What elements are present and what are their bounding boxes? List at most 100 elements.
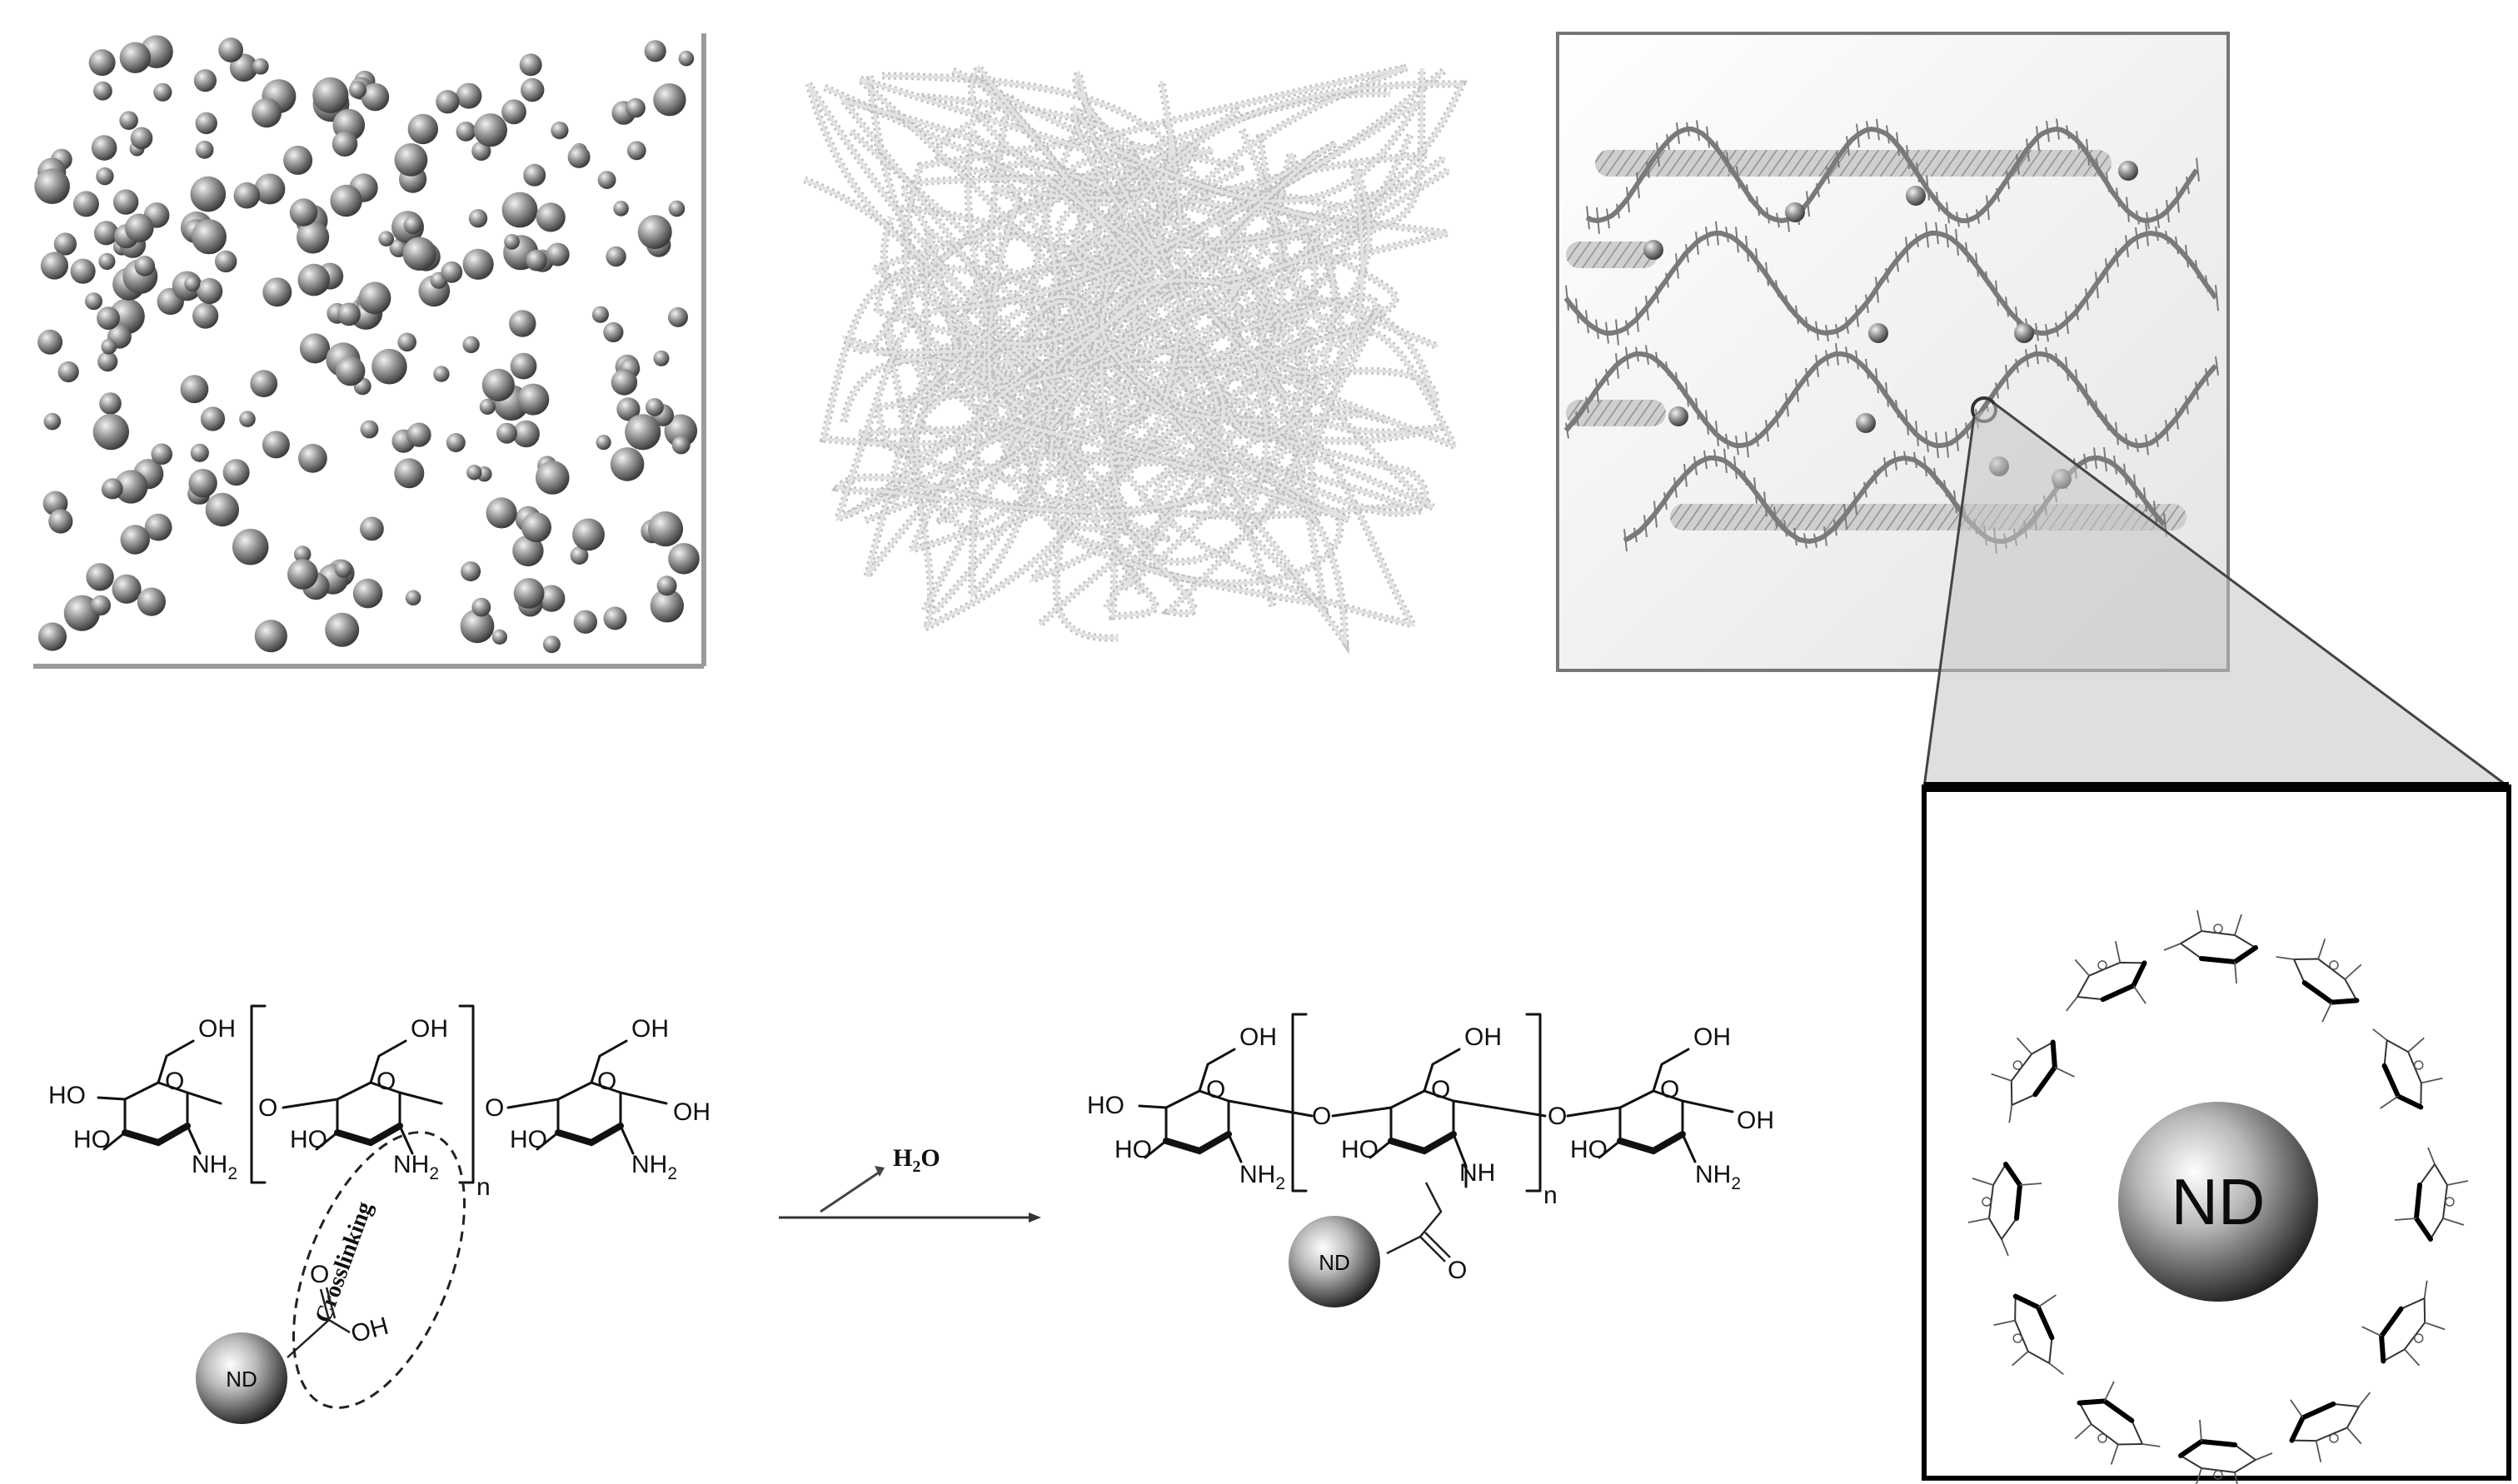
particle [536,202,566,232]
chain-bristle [1956,212,1960,227]
water-pointer-head [875,1166,885,1177]
chain-bristle [1715,421,1719,446]
particle [188,469,217,498]
chain-bristle [2143,487,2147,512]
composite-particle [1906,186,1926,206]
polymer-fiber-core [849,129,1398,517]
particle [446,433,466,452]
amide-linkage [1386,1182,1443,1255]
chain-bristle [1855,305,1859,327]
chain-bristle [1936,192,1940,212]
glucose-substituents [1993,1294,2064,1375]
chain-bristle [1695,397,1699,421]
chain-bristle [2185,395,2189,415]
glucose-oxygen [2445,1197,2455,1207]
zoom-inset: ND [1922,782,2511,1484]
particle [119,42,151,73]
particle [144,513,172,541]
particle [611,369,638,396]
product-ring-oxygen: O [1206,1076,1225,1103]
carboxyl-double-bond [319,1287,337,1321]
chain-bristle [1843,504,1847,529]
particle [546,242,570,266]
chain-bristle [1913,451,1917,469]
reactant-repeat-n: n [476,1173,491,1201]
particle [360,516,384,541]
chain-bristle [2116,187,2120,207]
particle [572,518,605,551]
chain-bristle [1795,305,1799,325]
chain-bristle [2165,231,2169,245]
particle [460,609,495,644]
composite-particle [2118,161,2138,181]
chain-bristle [1886,125,1890,144]
glucose-substituents [1991,1037,2075,1123]
particle [436,90,460,114]
chain-bristle [1565,285,1569,311]
chain-bristle [1916,162,1920,182]
chain-bristle [2153,500,2157,525]
chain-bristle [1713,449,1718,467]
chain-bristle [1923,456,1927,476]
chain-bristle [1725,433,1729,450]
product-ho-label: HO [1114,1136,1152,1163]
chain-bristle [2065,356,2069,381]
chain-bristle [2095,400,2099,418]
particle [153,82,172,102]
product-ho-label: HO [1087,1092,1124,1119]
particle [190,443,209,462]
chain-bristle [1945,431,1949,458]
carboxyl-oxygen: O [310,1261,329,1288]
reactant-nh2-label: NH2 [393,1151,439,1183]
polymer-fiber-core [807,67,1424,473]
glucose-oxygen [2413,1333,2424,1343]
particle [119,111,138,130]
nanodiamond-product [1289,1216,1380,1307]
particle [352,578,383,609]
chain-bristle [2103,446,2107,472]
chain-bristle [2205,368,2209,386]
particle [262,277,292,307]
particle [596,435,611,451]
glucose-substituents [2074,1381,2161,1465]
reactant-bracket-left [250,1004,267,1184]
chain-bristle [1845,316,1849,334]
nanodiamond-product-label: ND [1319,1250,1350,1275]
particle [184,276,201,292]
particle [190,176,227,212]
particle [603,606,627,630]
glucose-oxygen [2012,1060,2023,1070]
chain-bristle [1665,272,1669,288]
chain-bristle [1765,261,1769,286]
chain-bristle [1666,134,1670,150]
chain-bristle [1753,477,1758,504]
product-ring-1 [1138,1048,1314,1163]
chain-bristle [1675,371,1679,390]
product-repeat-n: n [1543,1182,1558,1209]
glucose-unit [1991,1037,2075,1123]
particle [130,127,153,150]
product-bracket-left [1291,1013,1308,1193]
particle [250,370,278,397]
zoom-beam [1924,404,2509,787]
particle [332,131,358,157]
chain-bristle [1885,267,1889,283]
particle [93,221,119,246]
chain-bristle [1723,448,1728,474]
glucose-unit [2074,1381,2161,1465]
product-ring-oxygen: O [1431,1076,1450,1103]
chain-bristle [1855,350,1859,370]
particle [471,141,491,161]
chain-bristle [1776,212,1780,228]
particle [570,546,589,565]
particle [86,563,114,591]
chain-bristle [1725,227,1729,242]
chain-bristle [2135,438,2139,453]
chain-bristle [1903,451,1907,466]
chain-bristle [2115,247,2119,267]
chain-bristle [2175,236,2179,255]
chain-bristle [1625,320,1629,336]
particle [394,458,425,489]
chain-bristle [1953,490,1957,514]
chain-bristle [2186,176,2190,195]
